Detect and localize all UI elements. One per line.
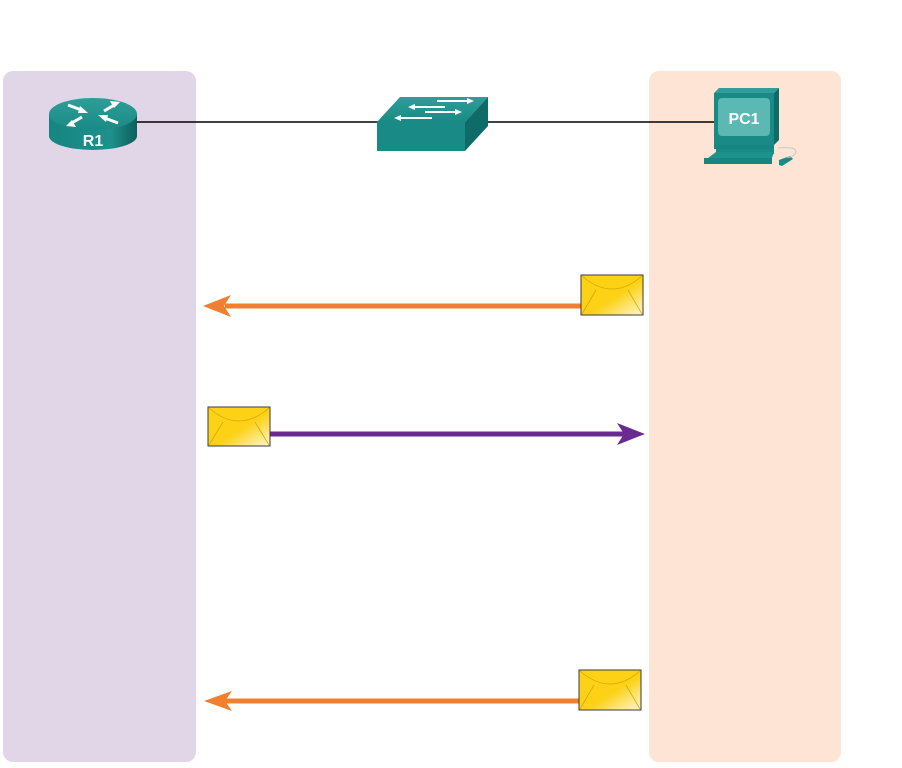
arrow-head-left [204,691,232,711]
pc-label: PC1 [728,111,759,128]
router-label: R1 [83,133,104,150]
envelope-icon[interactable] [580,274,644,316]
envelope-icon[interactable] [578,669,642,711]
pc-icon[interactable]: PC1 [704,88,797,166]
router-lane [3,71,196,762]
envelope-icon[interactable] [207,406,271,447]
router-icon[interactable]: R1 [49,98,137,150]
message-3 [204,669,642,711]
switch-icon[interactable] [377,97,488,151]
message-1 [203,274,644,317]
message-2 [207,406,645,447]
pc-lane [649,71,841,762]
arrow-head-right [617,423,645,445]
arrow-head-left [203,295,231,317]
